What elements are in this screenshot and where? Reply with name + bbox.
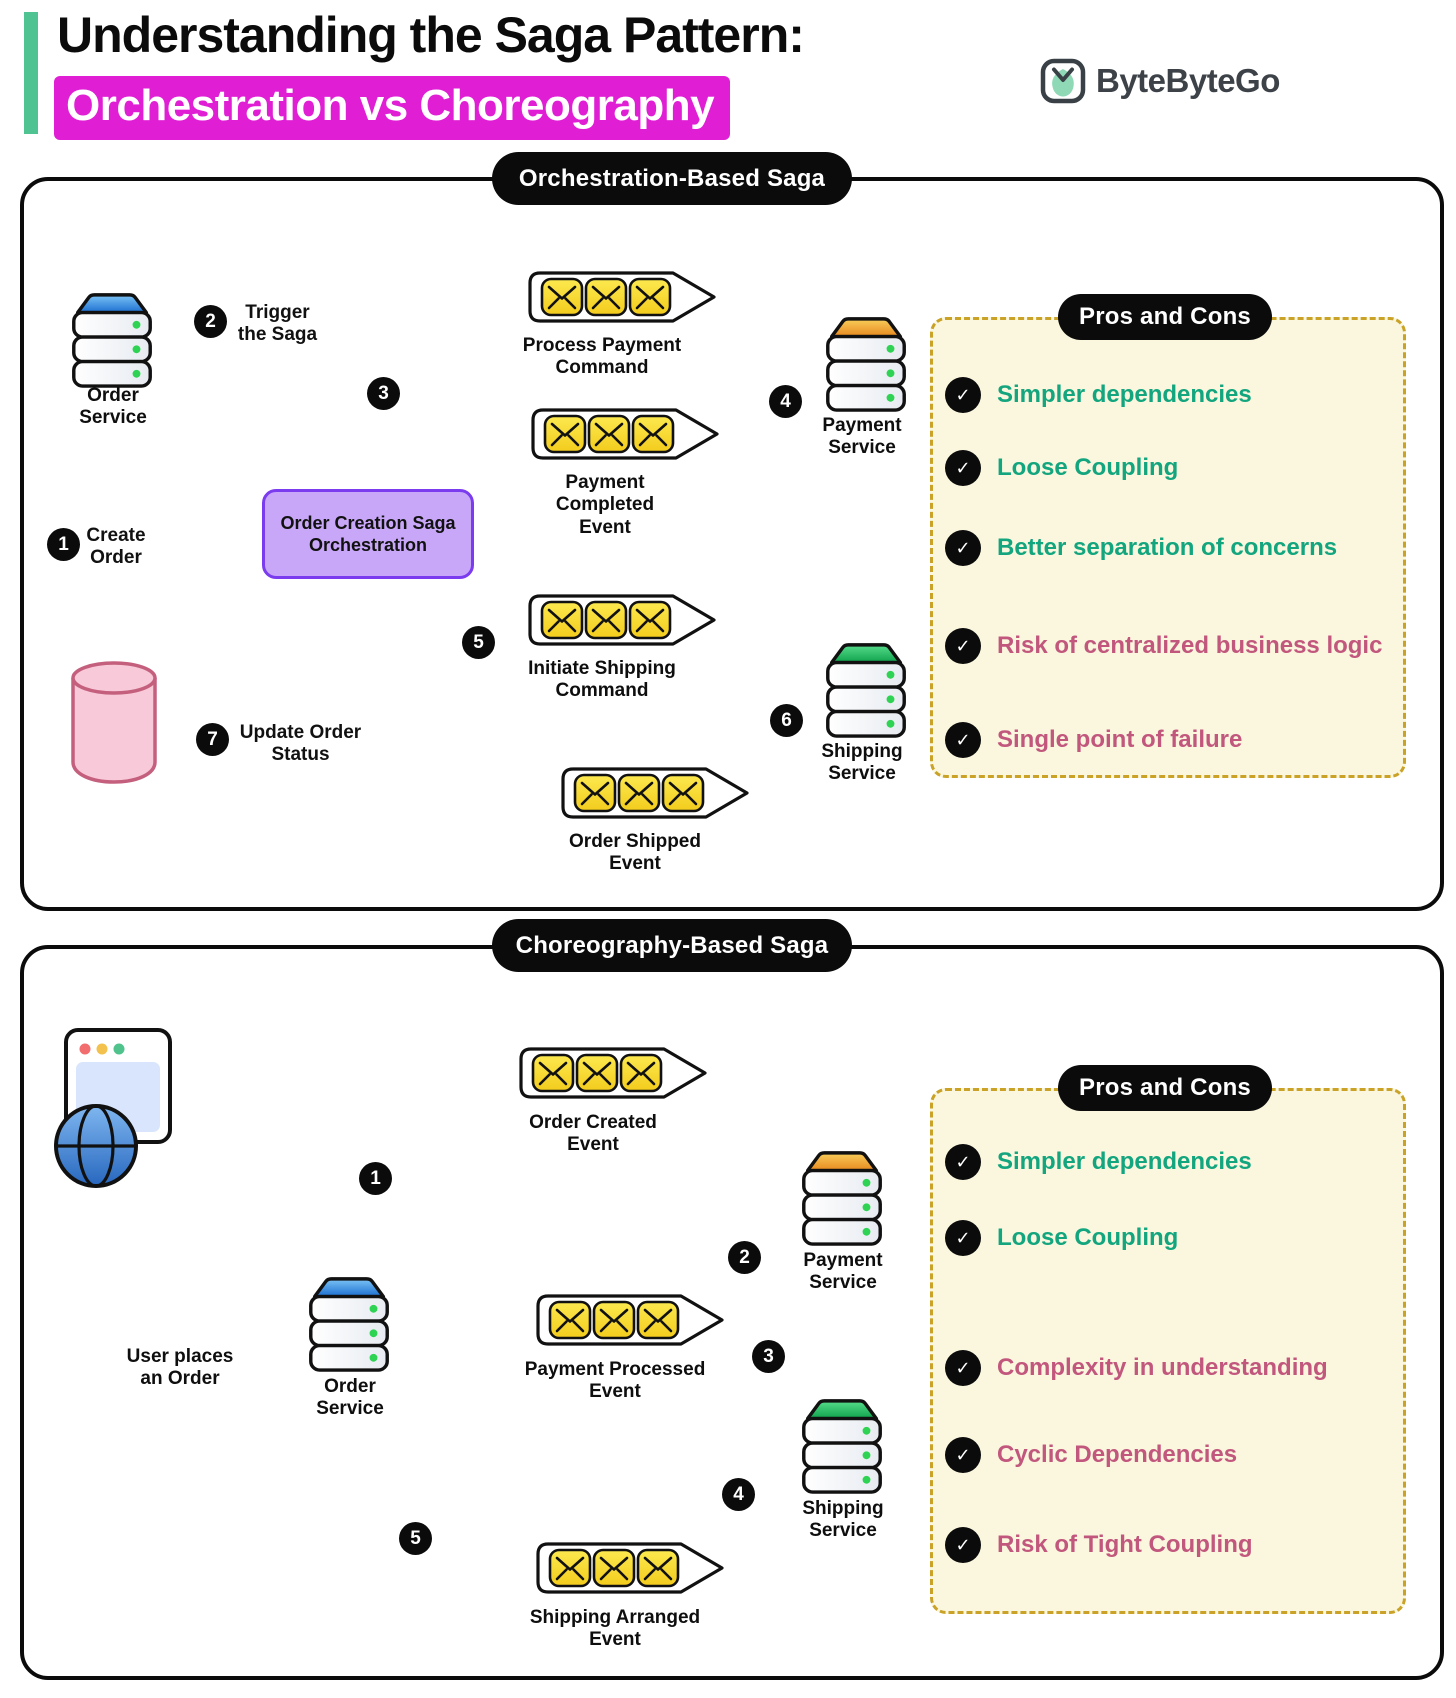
order-service-icon (305, 1274, 393, 1372)
check-icon (945, 377, 981, 413)
step-2-badge: 2 (728, 1241, 761, 1274)
con-item: Cyclic Dependencies (945, 1437, 1395, 1473)
payment-completed-event-message (530, 407, 720, 461)
step-5-badge: 5 (462, 626, 495, 659)
check-icon (945, 1144, 981, 1180)
choreography-pros-cons-title: Pros and Cons (1058, 1065, 1272, 1111)
pro-item: Loose Coupling (945, 1220, 1395, 1256)
con-item: Risk of Tight Coupling (945, 1527, 1395, 1563)
order-service-icon (68, 290, 156, 388)
choreography-pros-cons-box (930, 1088, 1406, 1614)
payment-processed-event-message (535, 1293, 725, 1347)
step-3-badge: 3 (752, 1340, 785, 1373)
process-payment-command-message (527, 270, 717, 324)
check-icon (945, 722, 981, 758)
step-1-badge: 1 (47, 528, 80, 561)
brand-name: ByteByteGo (1096, 62, 1280, 99)
shipping-arranged-event-message (535, 1541, 725, 1595)
check-icon (945, 1350, 981, 1386)
page-subtitle-highlight: Orchestration vs Choreography (54, 76, 731, 140)
check-icon (945, 530, 981, 566)
pro-item: Simpler dependencies (945, 1144, 1395, 1180)
con-item: Complexity in understanding (945, 1350, 1395, 1386)
order-shipped-event-message (560, 766, 750, 820)
order-created-event-message (518, 1046, 708, 1100)
step-7-badge: 7 (196, 723, 229, 756)
check-icon (945, 1437, 981, 1473)
shipping-service-icon (798, 1396, 886, 1494)
step-1-badge: 1 (359, 1162, 392, 1195)
initiate-shipping-command-message (527, 593, 717, 647)
pro-item: Better separation of concerns (945, 530, 1395, 566)
pro-item: Loose Coupling (945, 450, 1395, 486)
con-item: Single point of failure (945, 722, 1395, 758)
pro-item: Simpler dependencies (945, 377, 1395, 413)
shipping-service-icon (822, 640, 910, 738)
order-database-icon (66, 656, 162, 786)
choreography-panel-title: Choreography-Based Saga (492, 919, 852, 972)
orchestration-pros-cons-title: Pros and Cons (1058, 294, 1272, 340)
title-accent-bar (24, 12, 38, 134)
user-browser-icon (44, 1026, 174, 1191)
orchestration-panel-title: Orchestration-Based Saga (492, 152, 852, 205)
brand-logo: ByteByteGo (1040, 58, 1280, 104)
step-4-badge: 4 (722, 1478, 755, 1511)
check-icon (945, 628, 981, 664)
page-title: Understanding the Saga Pattern: (57, 7, 805, 63)
con-item: Risk of centralized business logic (945, 628, 1395, 664)
check-icon (945, 1220, 981, 1256)
check-icon (945, 1527, 981, 1563)
step-6-badge: 6 (770, 704, 803, 737)
step-4-badge: 4 (769, 385, 802, 418)
bytebytego-logo-icon (1040, 58, 1086, 104)
payment-service-icon (798, 1148, 886, 1246)
step-3-badge: 3 (367, 377, 400, 410)
step-5-badge: 5 (399, 1522, 432, 1555)
payment-service-icon (822, 314, 910, 412)
check-icon (945, 450, 981, 486)
step-2-badge: 2 (194, 305, 227, 338)
